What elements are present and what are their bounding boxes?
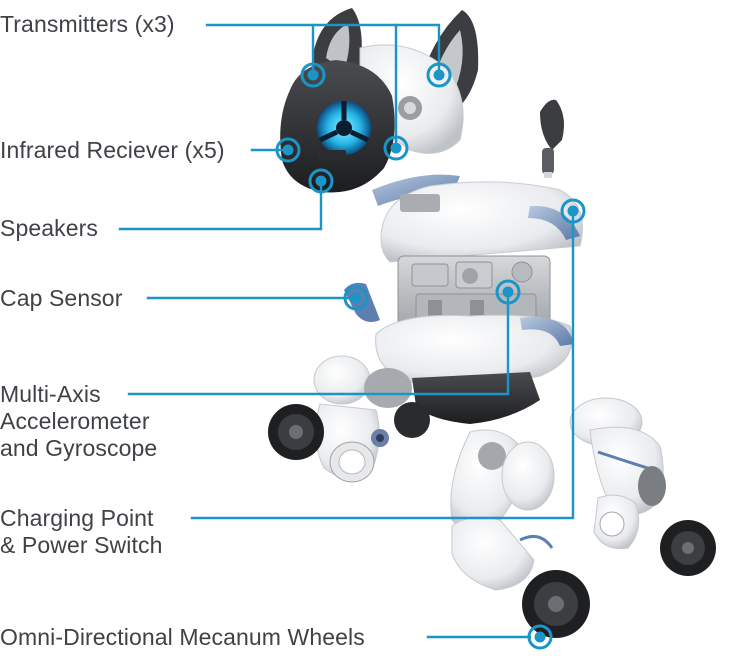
marker-accelerometer bbox=[495, 279, 521, 305]
marker-infrared-1 bbox=[275, 137, 301, 163]
marker-wheels bbox=[527, 624, 553, 650]
cap-sensor-part bbox=[344, 282, 380, 322]
marker-transmitter-1 bbox=[300, 62, 326, 88]
label-speakers: Speakers bbox=[0, 215, 98, 242]
label-mecanum-wheels: Omni-Directional Mecanum Wheels bbox=[0, 624, 365, 651]
label-infrared-line-1: Infrared Reciever (x5) bbox=[0, 137, 225, 163]
label-transmitters: Transmitters (x3) bbox=[0, 11, 175, 38]
callout-line-speakers bbox=[118, 180, 323, 231]
antenna bbox=[540, 99, 564, 178]
callout-line-charging bbox=[190, 210, 575, 520]
label-accelerometer-line-3: and Gyroscope bbox=[0, 435, 158, 461]
callout-line-accelerometer bbox=[127, 291, 510, 396]
callout-line-transmitters bbox=[205, 23, 441, 72]
label-speakers-line-1: Speakers bbox=[0, 215, 98, 241]
label-charging-line-2: & Power Switch bbox=[0, 532, 163, 558]
front-right-leg bbox=[569, 397, 666, 550]
wheel-bottom bbox=[522, 570, 590, 638]
label-charging-line-1: Charging Point bbox=[0, 505, 154, 531]
label-infrared-receiver: Infrared Reciever (x5) bbox=[0, 137, 225, 164]
belly-shell bbox=[375, 314, 574, 387]
marker-charging bbox=[560, 198, 586, 224]
marker-transmitter-2 bbox=[426, 62, 452, 88]
label-cap-sensor-line-1: Cap Sensor bbox=[0, 285, 123, 311]
label-accelerometer-line-2: Accelerometer bbox=[0, 408, 150, 434]
label-transmitters-line-1: Transmitters (x3) bbox=[0, 11, 175, 37]
marker-cap-sensor bbox=[343, 285, 369, 311]
back-shell bbox=[380, 181, 583, 263]
marker-speakers bbox=[308, 168, 334, 194]
wheel-rear-right bbox=[660, 520, 716, 576]
label-cap-sensor: Cap Sensor bbox=[0, 285, 122, 312]
label-charging-point: Charging Point & Power Switch bbox=[0, 505, 162, 559]
label-accelerometer: Multi-Axis Accelerometer and Gyroscope bbox=[0, 381, 157, 462]
marker-infrared-2 bbox=[383, 135, 409, 161]
label-accelerometer-line-1: Multi-Axis bbox=[0, 381, 101, 407]
face-mask bbox=[280, 60, 395, 193]
rear-left-leg bbox=[450, 429, 555, 591]
label-wheels-line-1: Omni-Directional Mecanum Wheels bbox=[0, 624, 365, 650]
front-left-leg bbox=[313, 355, 412, 483]
wheel-middle bbox=[394, 402, 430, 438]
wheel-front-left bbox=[268, 404, 324, 460]
